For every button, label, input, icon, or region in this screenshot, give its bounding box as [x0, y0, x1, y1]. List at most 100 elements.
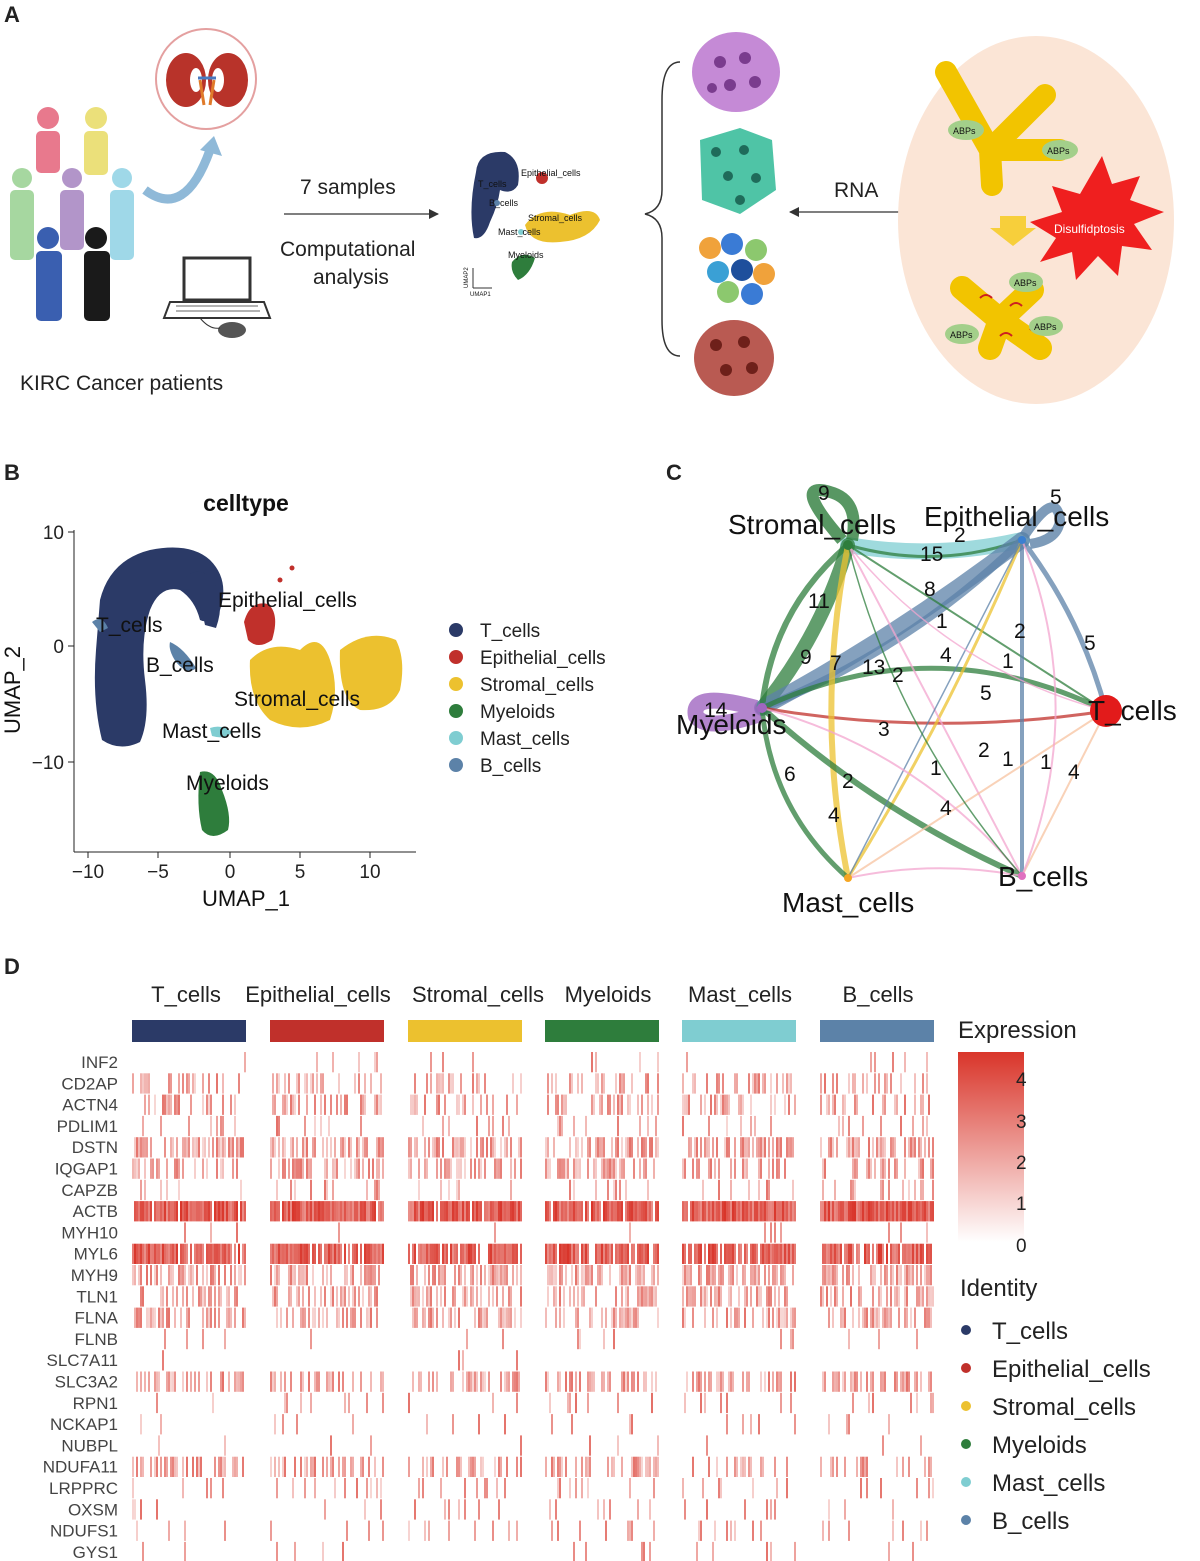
heatmap-cell: [318, 1243, 320, 1264]
heatmap-cell: [502, 1265, 504, 1286]
heatmap-cell: [440, 1179, 442, 1201]
heatmap-cell: [458, 1265, 460, 1286]
heatmap-cell: [651, 1137, 653, 1158]
heatmap-cell: [158, 1243, 160, 1264]
heatmap-cell: [350, 1456, 352, 1477]
heatmap-cell: [508, 1243, 510, 1264]
heatmap-cell: [288, 1265, 290, 1286]
heatmap-cell: [615, 1179, 617, 1201]
heatmap-cell: [780, 1201, 782, 1222]
heatmap-cell: [838, 1371, 840, 1392]
heatmap-cell: [649, 1541, 651, 1561]
heatmap-cell: [294, 1201, 296, 1222]
heatmap-cell: [714, 1094, 716, 1115]
heatmap-cell: [232, 1137, 234, 1158]
heatmap-cell: [436, 1201, 438, 1222]
heatmap-cell: [220, 1243, 222, 1264]
heatmap-cell: [424, 1201, 426, 1222]
heatmap-cell: [655, 1286, 657, 1307]
heatmap-cell: [822, 1201, 824, 1222]
heatmap-cell: [916, 1243, 918, 1264]
heatmap-cell: [694, 1137, 696, 1158]
heatmap-cell: [520, 1243, 522, 1264]
heatmap-cell: [643, 1158, 645, 1179]
heatmap-cell: [504, 1265, 506, 1286]
heatmap-cell: [328, 1243, 330, 1264]
heatmap-cell: [708, 1137, 710, 1158]
heatmap-cell: [292, 1137, 294, 1158]
heatmap-cell: [204, 1286, 206, 1307]
heatmap-gene-label: GYS1: [73, 1543, 118, 1561]
heatmap-cell: [338, 1371, 340, 1392]
heatmap-cell: [768, 1371, 770, 1392]
heatmap-cell: [549, 1201, 551, 1222]
heatmap-cell: [184, 1520, 186, 1541]
heatmap-cell: [416, 1286, 418, 1307]
heatmap-cell: [382, 1201, 384, 1222]
heatmap-cell: [198, 1243, 200, 1264]
heatmap-cell: [623, 1243, 625, 1264]
heatmap-cell: [212, 1243, 214, 1264]
heatmap-cell: [832, 1307, 834, 1328]
heatmap-cell: [432, 1371, 434, 1392]
heatmap-cell: [270, 1243, 272, 1264]
heatmap-cell: [712, 1137, 714, 1158]
heatmap-cell: [595, 1201, 597, 1222]
heatmap-cell: [360, 1243, 362, 1264]
heatmap-cell: [366, 1392, 368, 1414]
heatmap-cell: [914, 1094, 916, 1115]
heatmap-cell: [478, 1073, 480, 1094]
heatmap-cell: [569, 1392, 571, 1414]
network-edge: [759, 542, 851, 711]
heatmap-cell: [631, 1414, 633, 1435]
heatmap-cell: [631, 1307, 633, 1328]
heatmap-cell: [912, 1265, 914, 1286]
edge-weight-label: 4: [828, 804, 840, 827]
heatmap-cell: [462, 1243, 464, 1264]
heatmap-cell: [724, 1094, 726, 1115]
heatmap-cell: [601, 1094, 603, 1115]
heatmap-cell: [366, 1307, 368, 1328]
heatmap-cell: [653, 1286, 655, 1307]
identity-swatch: [961, 1439, 971, 1449]
heatmap-cell: [450, 1158, 452, 1179]
heatmap-cell: [474, 1201, 476, 1222]
heatmap-cell: [492, 1392, 494, 1414]
heatmap-cell: [573, 1541, 575, 1561]
heatmap-cell: [468, 1456, 470, 1477]
heatmap-cell: [440, 1158, 442, 1179]
heatmap-cell: [852, 1392, 854, 1414]
heatmap-cell: [436, 1158, 438, 1179]
heatmap-cell: [898, 1201, 900, 1222]
heatmap-cell: [414, 1094, 416, 1115]
heatmap-cell: [682, 1094, 684, 1115]
heatmap-cell: [214, 1201, 216, 1222]
heatmap-cell: [470, 1456, 472, 1477]
heatmap-cell: [776, 1137, 778, 1158]
heatmap-cell: [742, 1414, 744, 1435]
heatmap-cell: [516, 1201, 518, 1222]
heatmap-cell: [184, 1265, 186, 1286]
heatmap-cell: [374, 1094, 376, 1115]
heatmap-cell: [706, 1137, 708, 1158]
heatmap-cell: [591, 1371, 593, 1392]
heatmap-cell: [900, 1265, 902, 1286]
heatmap-cell: [306, 1094, 308, 1115]
heatmap-cell: [682, 1158, 684, 1179]
heatmap-cell: [878, 1243, 880, 1264]
heatmap-cell: [820, 1094, 822, 1115]
heatmap-cell: [619, 1265, 621, 1286]
heatmap-cell: [240, 1137, 242, 1158]
edge-weight-label: 2: [842, 770, 854, 793]
heatmap-cell: [502, 1328, 504, 1350]
heatmap-cell: [575, 1265, 577, 1286]
heatmap-cell: [635, 1201, 637, 1222]
heatmap-cell: [352, 1286, 354, 1307]
heatmap-cell: [332, 1179, 334, 1201]
heatmap-cell: [474, 1307, 476, 1328]
heatmap-cell: [581, 1478, 583, 1499]
heatmap-cell: [196, 1201, 198, 1222]
heatmap-cell: [547, 1243, 549, 1264]
heatmap-cell: [581, 1243, 583, 1264]
heatmap-cell: [657, 1456, 659, 1477]
